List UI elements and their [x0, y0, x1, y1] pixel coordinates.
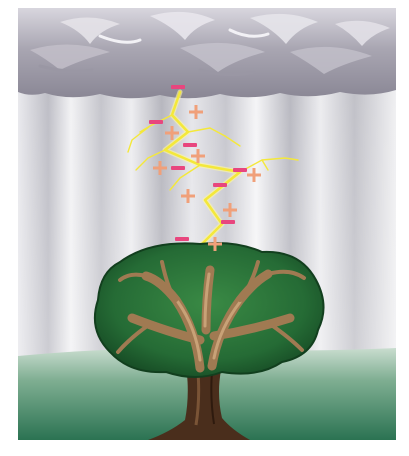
negative-charge-symbol [183, 143, 197, 147]
negative-charge-symbol [213, 183, 227, 187]
negative-charge-symbol [233, 168, 247, 172]
negative-charge-symbol [171, 166, 185, 170]
negative-charge-symbol [221, 220, 235, 224]
negative-charge-symbol [149, 120, 163, 124]
negative-charge-symbol [175, 237, 189, 241]
negative-charge-symbol [171, 85, 185, 89]
storm-cloud [18, 8, 396, 98]
